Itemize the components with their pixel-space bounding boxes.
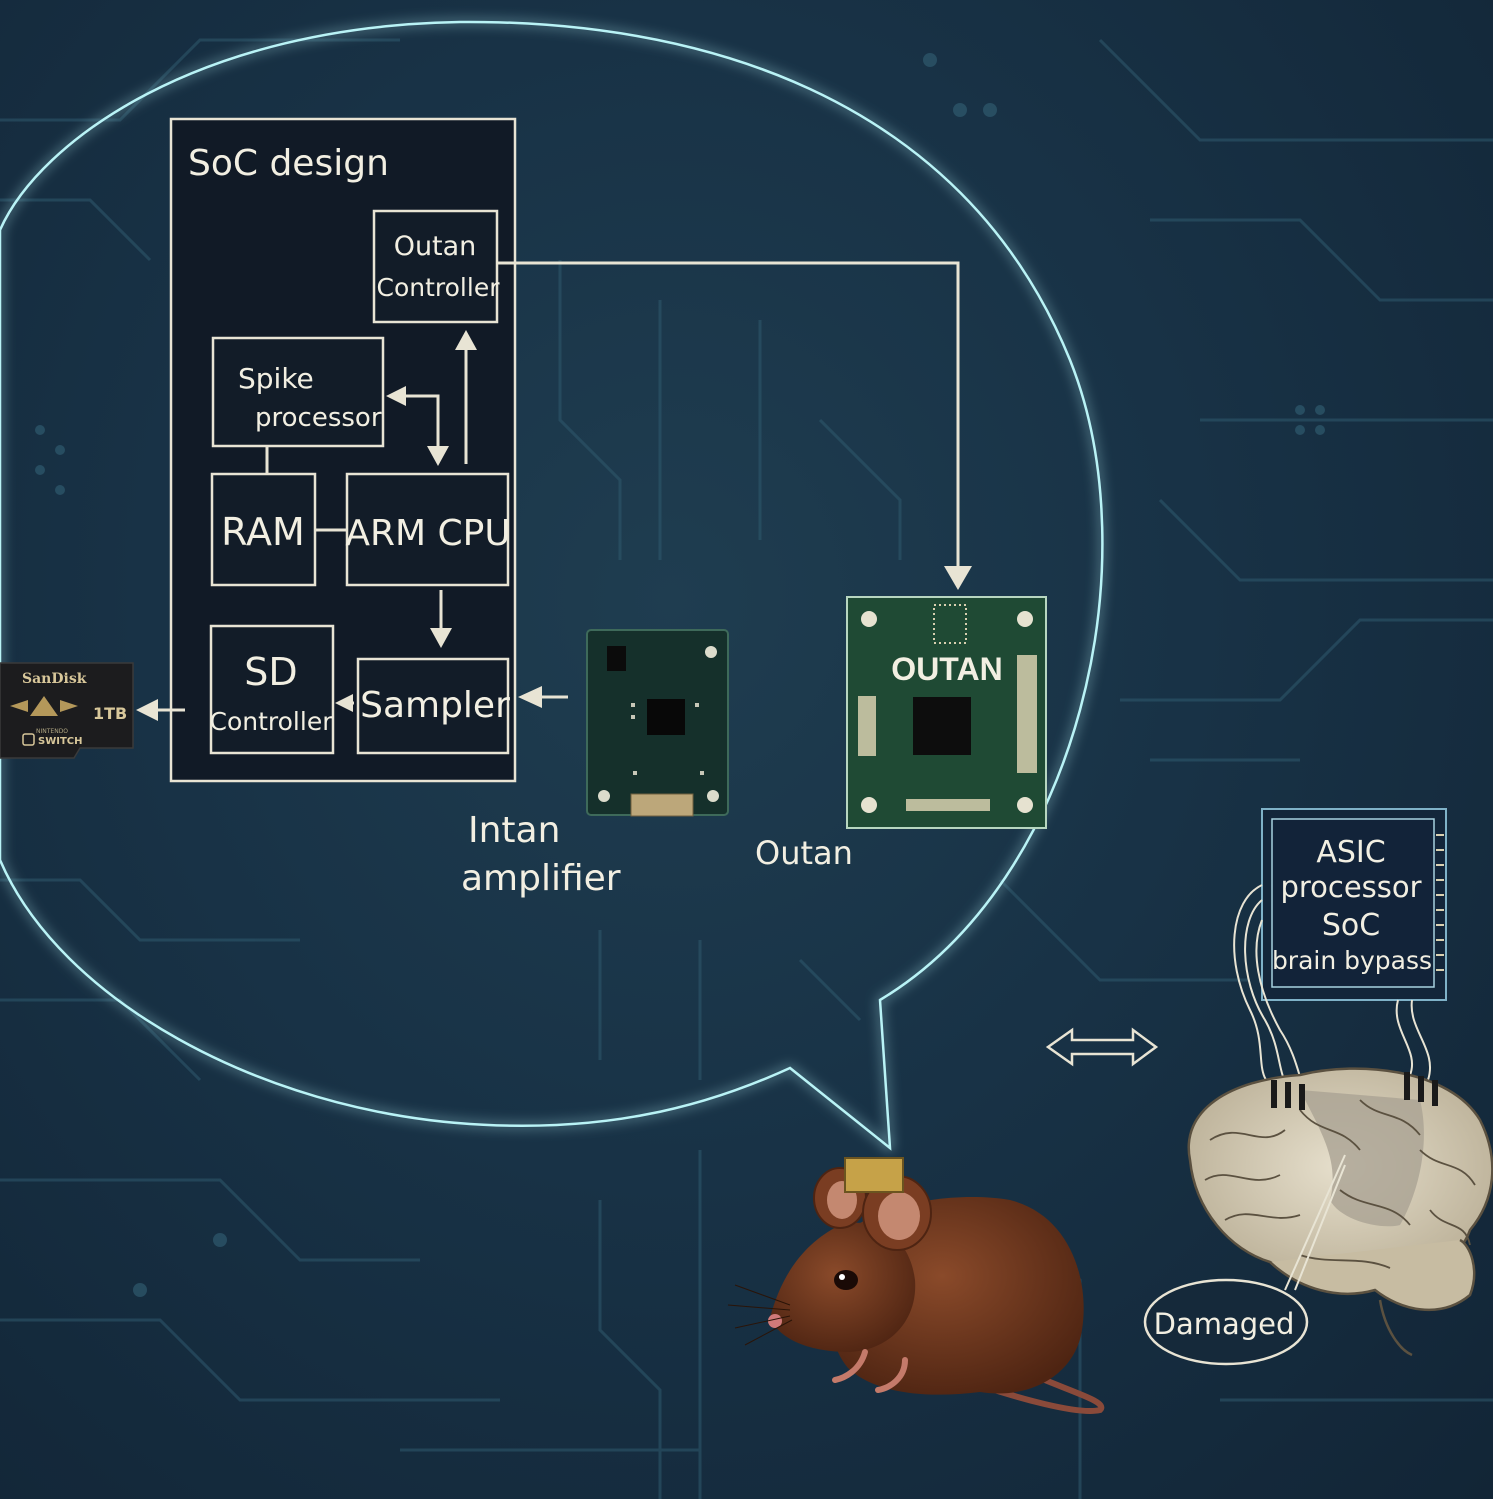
intan-label-line1: Intan: [468, 810, 560, 851]
speech-bubble: [0, 20, 1104, 1151]
soc-title: SoC design: [188, 143, 389, 184]
spike-processor-line1: Spike: [238, 362, 314, 395]
soc-connectors: [136, 261, 972, 721]
asic-line3: SoC: [1322, 908, 1380, 943]
ram-label: RAM: [221, 510, 305, 554]
arm-cpu-label: ARM CPU: [345, 513, 510, 554]
head-implant-icon: [844, 1157, 904, 1193]
outan-controller-box: [372, 209, 499, 324]
sd-card-capacity: 1TB: [93, 704, 127, 723]
asic-line4: brain bypass: [1272, 946, 1432, 975]
damaged-label: Damaged: [1154, 1307, 1295, 1341]
outan-chip-text: OUTAN: [891, 651, 1002, 687]
asic-line2: processor: [1280, 870, 1421, 904]
asic-line1: ASIC: [1316, 835, 1385, 870]
outan-label: Outan: [755, 834, 853, 872]
triforce-emblem-icon: [10, 696, 78, 716]
asic-chip: [1261, 808, 1447, 1001]
arm-cpu-box: [345, 472, 510, 587]
sd-card: SanDisk 1TB NINTENDO SWITCH: [0, 662, 134, 759]
sampler-box: [356, 657, 510, 755]
switch-logo-icon: [22, 733, 35, 746]
sampler-label: Sampler: [360, 685, 510, 726]
spike-processor-box: [211, 336, 385, 448]
sd-card-brand: SanDisk: [22, 671, 87, 687]
damaged-ellipse: [1143, 1278, 1309, 1366]
outan-controller-line1: Outan: [394, 231, 477, 262]
mouse: [727, 1157, 1105, 1414]
outan-controller-line2: Controller: [377, 273, 501, 302]
double-arrow-icon: [1045, 1027, 1159, 1067]
intan-amplifier-board: [586, 629, 729, 817]
intan-label-line2: amplifier: [461, 858, 621, 899]
sd-controller-line2: Controller: [210, 707, 334, 736]
outan-chip-board: OUTAN: [846, 596, 1047, 829]
ram-box: [210, 472, 317, 587]
circuit-dots: [35, 53, 1325, 1297]
sd-card-line2: SWITCH: [38, 736, 82, 747]
sd-card-line1: NINTENDO: [36, 728, 68, 735]
spike-processor-line2: processor: [255, 403, 382, 433]
sd-controller-line1: SD: [244, 650, 297, 694]
sd-controller-box: [209, 624, 335, 755]
damaged-callout-lines: [1284, 1154, 1346, 1291]
